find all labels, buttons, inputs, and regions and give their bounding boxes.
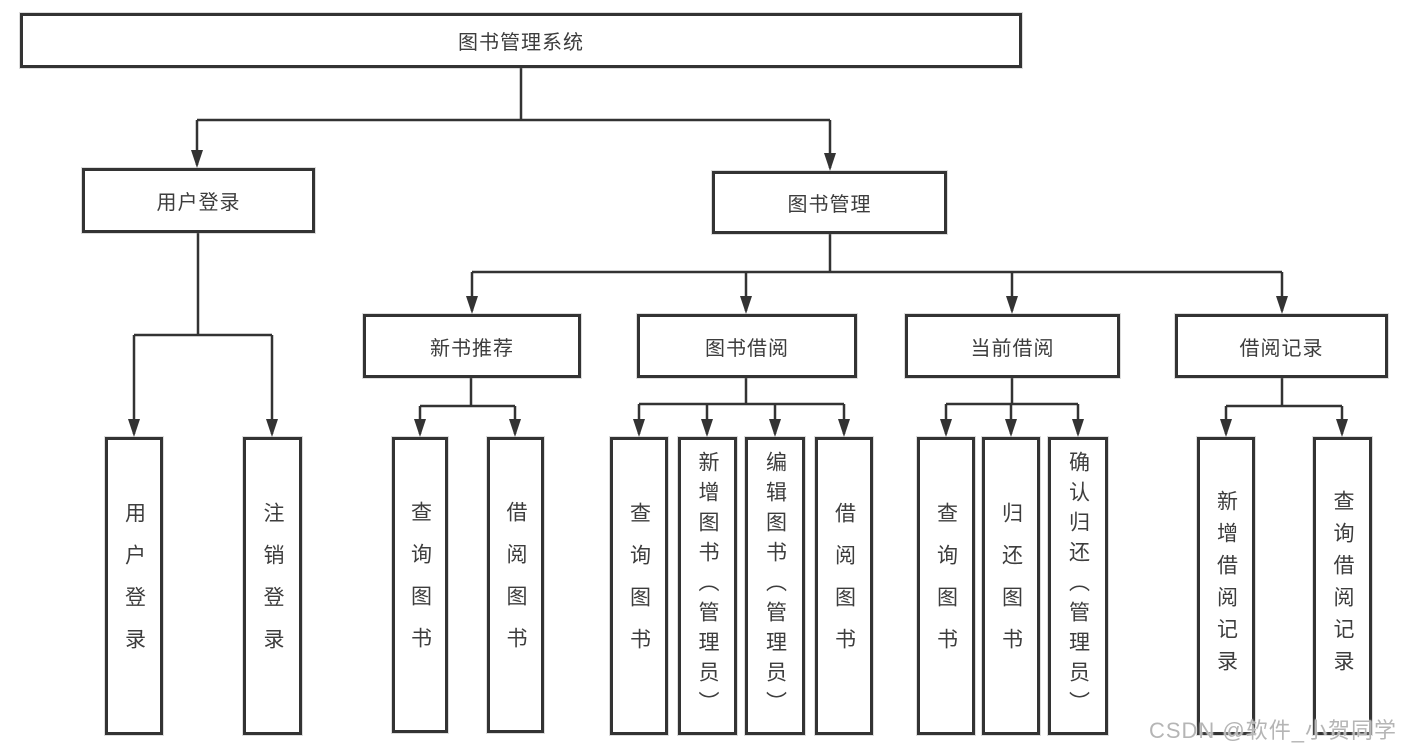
leaf-confirm-return-admin: 确认归还（管理员） [1048,437,1108,735]
node-book-borrowing: 图书借阅 [637,314,857,378]
leaf-return-books-label: 归还图书 [999,502,1023,670]
leaf-edit-books-admin-label: 编辑图书（管理员） [763,451,787,721]
leaf-borrow-books: 借阅图书 [815,437,873,735]
csdn-watermark: CSDN @软件_小贺同学 [1148,718,1397,743]
leaf-add-books-admin-label: 新增图书（管理员） [696,451,719,721]
leaf-borrow-books-recommend: 借阅图书 [487,437,544,733]
leaf-logout-label: 注销登录 [261,502,284,670]
leaf-return-books: 归还图书 [982,437,1040,735]
leaf-query-borrow-record: 查询借阅记录 [1313,437,1372,735]
node-new-book-recommend: 新书推荐 [363,314,581,378]
leaf-logout: 注销登录 [243,437,302,735]
node-current-borrowing-label: 当前借阅 [970,337,1055,360]
leaf-borrow-books-label: 借阅图书 [832,502,856,670]
leaf-query-books-borrowing: 查询图书 [610,437,668,735]
node-current-borrowing: 当前借阅 [905,314,1120,378]
node-root-label: 图书管理系统 [458,32,584,54]
leaf-edit-books-admin: 编辑图书（管理员） [745,437,805,735]
node-book-management-label: 图书管理 [787,194,872,216]
leaf-borrow-books-recommend-label: 借阅图书 [504,501,527,669]
leaf-add-borrow-record: 新增借阅记录 [1197,437,1255,735]
node-user-login: 用户登录 [82,168,315,233]
node-user-login-label: 用户登录 [156,192,241,214]
leaf-query-books-recommend: 查询图书 [392,437,448,733]
node-book-borrowing-label: 图书借阅 [705,337,789,360]
leaf-confirm-return-admin-label: 确认归还（管理员） [1066,451,1090,721]
node-borrowing-records: 借阅记录 [1175,314,1388,378]
leaf-query-borrow-record-label: 查询借阅记录 [1331,490,1354,682]
node-book-management: 图书管理 [712,171,947,234]
leaf-query-books-borrowing-label: 查询图书 [627,502,651,670]
leaf-query-books-current: 查询图书 [917,437,975,735]
node-new-book-recommend-label: 新书推荐 [430,337,514,360]
leaf-query-books-recommend-label: 查询图书 [408,501,432,669]
node-borrowing-records-label: 借阅记录 [1239,337,1324,360]
leaf-user-login: 用户登录 [105,437,163,735]
leaf-query-books-current-label: 查询图书 [934,502,958,670]
leaf-add-borrow-record-label: 新增借阅记录 [1214,490,1238,682]
leaf-add-books-admin: 新增图书（管理员） [678,437,737,735]
node-root-library-system: 图书管理系统 [20,13,1022,68]
leaf-user-login-label: 用户登录 [122,502,146,670]
